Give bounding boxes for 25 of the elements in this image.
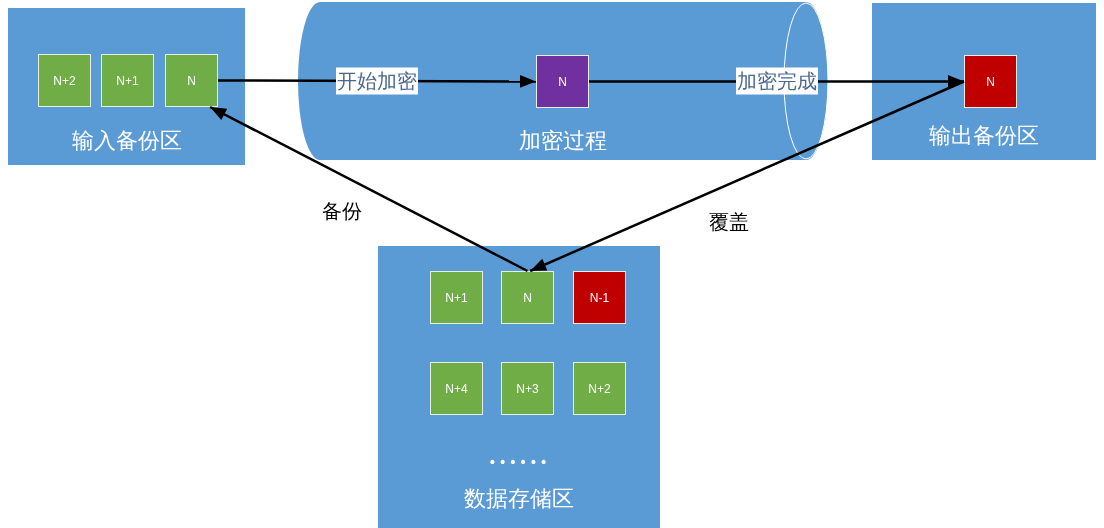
area-title: 加密过程 xyxy=(519,127,607,155)
ellipsis-dots: •••••• xyxy=(488,454,550,470)
data-storage-area xyxy=(378,246,660,528)
area-title: 数据存储区 xyxy=(464,485,574,513)
data-block: N+4 xyxy=(430,362,483,415)
area-title: 输出备份区 xyxy=(929,122,1039,150)
data-block: N+2 xyxy=(573,362,626,415)
data-block: N-1 xyxy=(573,271,626,324)
input-backup-area xyxy=(8,8,245,165)
edge-label: 加密完成 xyxy=(736,67,818,95)
data-block: N xyxy=(165,54,218,107)
data-block: N+1 xyxy=(430,271,483,324)
arrow xyxy=(209,105,529,273)
data-block: N xyxy=(536,55,589,108)
arrow xyxy=(529,80,965,273)
output-backup-area xyxy=(872,3,1096,160)
data-block: N+1 xyxy=(101,54,154,107)
area-title: 输入备份区 xyxy=(71,127,182,155)
edge-label: 开始加密 xyxy=(336,67,418,95)
edge-label: 覆盖 xyxy=(709,208,749,236)
edge-label: 备份 xyxy=(322,197,362,225)
data-block: N xyxy=(964,55,1017,108)
data-block: N xyxy=(501,271,554,324)
data-block: N+2 xyxy=(38,54,91,107)
data-block: N+3 xyxy=(501,362,554,415)
